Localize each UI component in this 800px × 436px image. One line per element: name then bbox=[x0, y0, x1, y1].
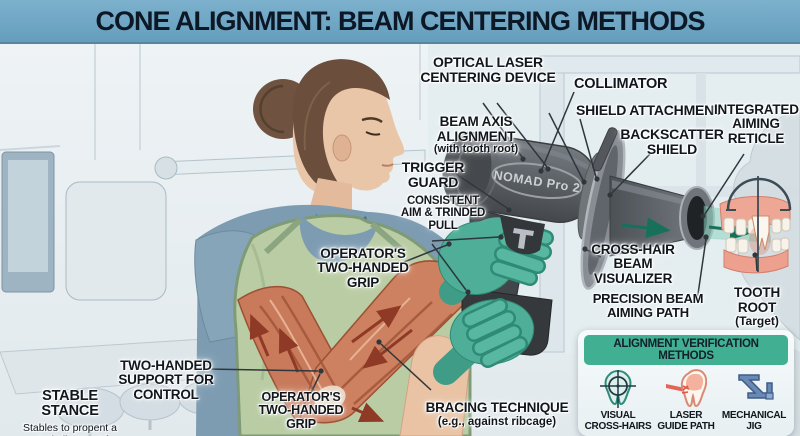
label-bracing-text: BRACING TECHNIQUE bbox=[425, 400, 569, 416]
panel-methods-row: VISUAL CROSS-HAIRS LASER GUIDE PATH MECH… bbox=[584, 369, 788, 432]
crosshair-tooth-icon bbox=[600, 370, 636, 408]
label-stable-stance-text: STABLE STANCE bbox=[41, 387, 99, 419]
device-body: NOMAD Pro 2 bbox=[442, 131, 599, 224]
alignment-verification-panel: ALIGNMENT VERIFICATION METHODS VISUAL CR… bbox=[578, 330, 794, 436]
label-shield-attachment: SHIELD ATTACHMENT bbox=[576, 102, 723, 118]
title-banner: CONE ALIGNMENT: BEAM CENTERING METHODS bbox=[0, 0, 800, 44]
leader-lines bbox=[205, 91, 758, 394]
label-stable-stance: STABLE STANCE Stables to propent a contr… bbox=[12, 373, 128, 436]
label-backscatter-shield: BACKSCATTER SHIELD bbox=[620, 126, 724, 157]
label-consistent-aim: CONSISTENT AIM & TRINDED PULL bbox=[400, 195, 486, 232]
method-label-laser-guide-path: LASER GUIDE PATH bbox=[657, 410, 715, 433]
label-beam-axis-sub: (with tooth root) bbox=[433, 143, 519, 156]
mechanical-jig-icon bbox=[738, 374, 774, 400]
shield-handle-rod bbox=[592, 127, 618, 172]
jaw-target bbox=[719, 176, 792, 274]
label-operators-grip-lower: OPERATOR'S TWO-HANDED GRIP bbox=[258, 390, 344, 431]
target-molar bbox=[751, 215, 770, 251]
label-beam-axis-text: BEAM AXIS ALIGNMENT bbox=[436, 114, 516, 144]
label-collimator: COLLIMATOR bbox=[574, 76, 668, 92]
page-title: CONE ALIGNMENT: BEAM CENTERING METHODS bbox=[95, 5, 706, 36]
label-two-handed-support: TWO-HANDED SUPPORT FOR CONTROL bbox=[118, 358, 214, 402]
aiming-reticle bbox=[726, 176, 792, 272]
xray-device: NOMAD Pro 2 bbox=[433, 127, 715, 385]
label-operators-grip-upper: OPERATOR'S TWO-HANDED GRIP bbox=[317, 246, 409, 290]
apron-neck-scoop bbox=[299, 214, 378, 263]
method-label-mechanical-jig: MECHANICAL JIG bbox=[721, 410, 787, 433]
eye bbox=[365, 131, 381, 136]
ear bbox=[332, 134, 352, 162]
method-mechanical-jig: MECHANICAL JIG bbox=[720, 369, 788, 432]
label-integrated-aiming-reticle: INTEGRATED AIMING RETICLE bbox=[714, 102, 799, 146]
label-stable-stance-sub: Stables to propent a control alignment f… bbox=[22, 421, 117, 436]
label-tooth-root: TOOTH ROOT (Target) bbox=[722, 272, 792, 343]
label-tooth-root-sub: (Target) bbox=[735, 314, 779, 329]
method-visual-crosshairs: VISUAL CROSS-HAIRS bbox=[584, 369, 652, 432]
label-tooth-root-text: TOOTH ROOT bbox=[734, 285, 780, 315]
label-beam-axis-alignment: BEAM AXIS ALIGNMENT (with tooth root) bbox=[400, 101, 552, 171]
anatomical-arm-illustration bbox=[237, 260, 471, 436]
method-laser-guide-path: LASER GUIDE PATH bbox=[652, 369, 720, 432]
method-label-visual-crosshairs: VISUAL CROSS-HAIRS bbox=[584, 410, 652, 433]
label-trigger-guard: TRIGGER GUARD bbox=[401, 159, 465, 190]
label-bracing-sub: (e.g., against ribcage) bbox=[437, 415, 557, 428]
desk-and-chairs bbox=[0, 337, 260, 436]
label-optical-laser-centering-device: OPTICAL LASER CENTERING DEVICE bbox=[420, 54, 556, 85]
eyebrow bbox=[361, 117, 383, 124]
label-bracing-technique: BRACING TECHNIQUE (e.g., against ribcage… bbox=[424, 387, 570, 436]
operator-glove-lower bbox=[433, 298, 535, 385]
muscle-arrows bbox=[249, 305, 413, 422]
trigger bbox=[513, 228, 534, 249]
panel-title: ALIGNMENT VERIFICATION METHODS bbox=[584, 335, 788, 365]
wall-monitor bbox=[1, 151, 55, 293]
label-precision-beam-aiming-path: PRECISION BEAM AIMING PATH bbox=[592, 291, 704, 320]
laser-tooth-icon bbox=[666, 369, 707, 408]
label-cross-hair-beam-visualizer: CROSS-HAIR BEAM VISUALIZER bbox=[591, 242, 675, 286]
operator-hair bbox=[292, 59, 390, 188]
